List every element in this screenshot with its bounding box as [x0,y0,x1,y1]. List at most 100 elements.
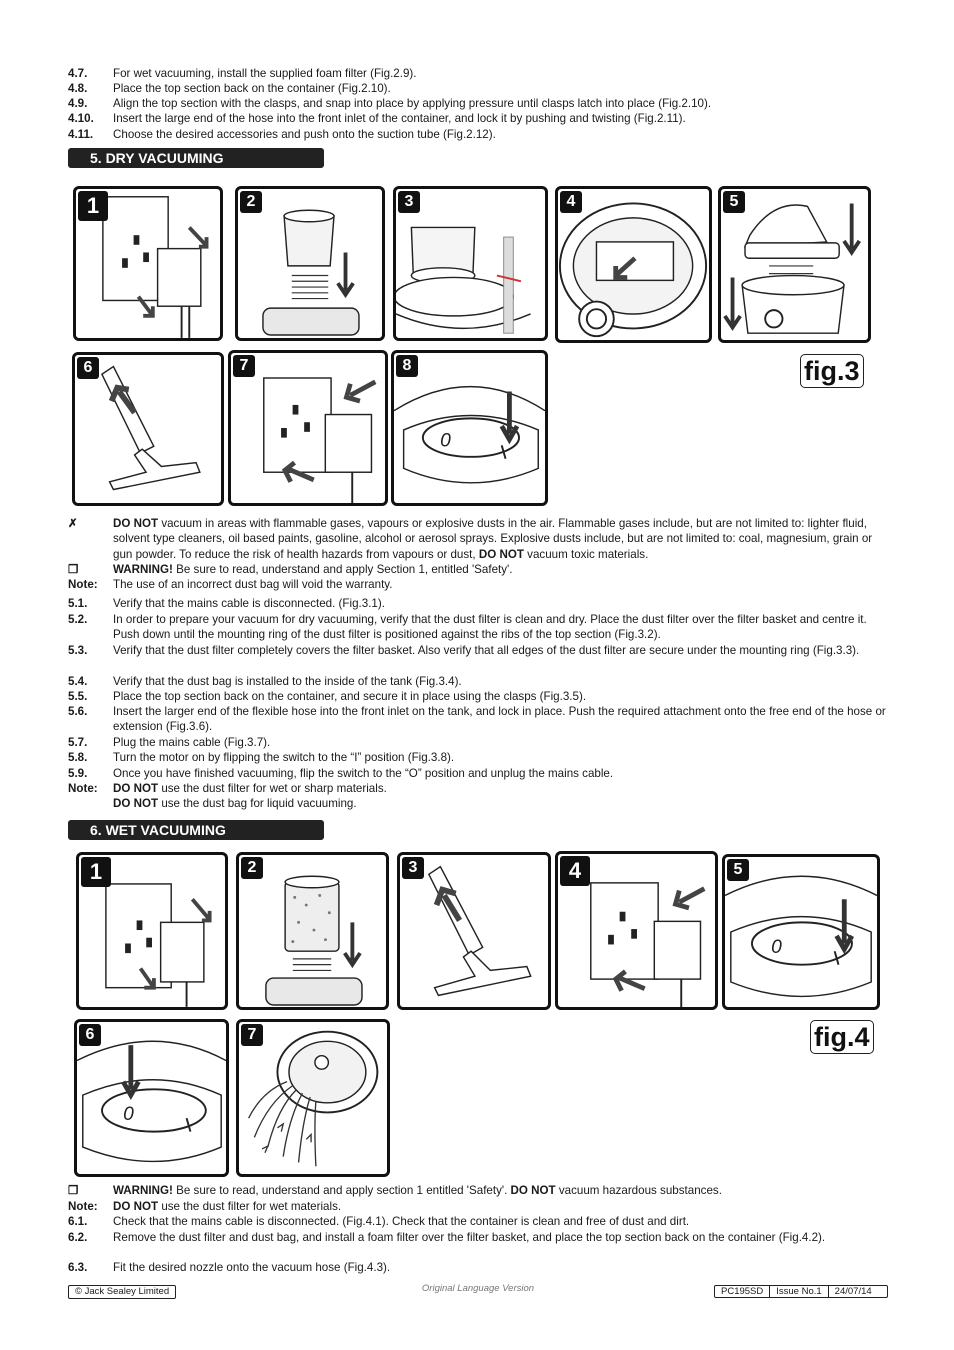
foam-filter-illustration [265,875,363,1006]
step-text: Choose the desired accessories and push … [113,128,496,141]
note-text: use the dust filter for wet or sharp mat… [158,782,387,795]
step-text: For wet vacuuming, install the supplied … [113,67,417,80]
svg-text:0: 0 [123,1104,134,1125]
dust-bag-illustration [558,202,708,338]
panel-number: 6 [77,357,99,379]
unplug-illustration [105,883,212,1007]
plug-in-illustration [590,882,706,1007]
empty-tank-illustration [248,1030,379,1167]
step-text: Align the top section with the clasps, a… [113,97,712,110]
panel-number: 4 [560,191,582,213]
fig3-panel-7: 7 [228,350,388,506]
step-number: 5.4. [68,675,88,688]
step-number: 5.5. [68,690,88,703]
top-section-illustration [723,203,861,334]
step-number: 6.1. [68,1215,88,1228]
nozzle-attach-illustration [427,865,532,997]
warning-text: Be sure to read, understand and apply se… [172,1184,511,1197]
footer-copyright: © Jack Sealey Limited [68,1285,177,1299]
step-number: 5.7. [68,736,88,749]
step-number: 5.2. [68,613,88,626]
fig4-panel-3: 3 [397,852,551,1010]
step-number: 5.1. [68,597,88,610]
section-heading-dry-vacuuming: 5. DRY VACUUMING [68,148,324,168]
step-number: 5.9. [68,767,88,780]
step-number: 4.10. [68,112,94,125]
step-text: Remove the dust filter and dust bag, and… [113,1231,826,1244]
panel-number: 5 [727,859,749,881]
panel-number: 2 [240,191,262,213]
step-number: 6.2. [68,1231,88,1244]
section-heading-wet-vacuuming: 6. WET VACUUMING [68,820,324,840]
fig3-panel-1: 1 [73,186,223,341]
footer-model: PC195SD [715,1286,771,1297]
step-text: Place the top section back on the contai… [113,82,391,95]
warning-text: vacuum in areas with flammable gases, va… [113,517,873,561]
panel-number: 7 [233,355,255,377]
switch-on-illustration: 0 [725,875,877,998]
fig4-panel-4: 4 [555,851,718,1010]
svg-text:0: 0 [771,937,782,958]
note-label: Note: [68,782,98,795]
step-number: 4.7. [68,67,88,80]
note-bold: DO NOT [113,782,159,795]
checkbox-icon: ❐ [68,563,79,576]
warning-bold: DO NOT [113,517,159,530]
step-text: Insert the larger end of the flexible ho… [113,705,886,734]
step-number: 5.8. [68,751,88,764]
fig3-panel-5: 5 [718,186,871,343]
fig4-panel-5: 5 0 [722,854,880,1010]
panel-number: 3 [402,857,424,879]
step-text: Place the top section back on the contai… [113,690,587,703]
step-number: 5.3. [68,644,88,657]
panel-number: 1 [78,191,108,221]
fig4-panel-1: 1 [76,852,228,1010]
fig4-panel-7: 7 [236,1019,390,1177]
note-filter-usage: Note: DO NOT use the dust filter for wet… [68,781,888,813]
step-text: Fit the desired nozzle onto the vacuum h… [113,1261,391,1274]
step-text: Insert the large end of the hose into th… [113,112,686,125]
switch-on-illustration: 0 [394,385,545,484]
step-text: Verify that the dust filter completely c… [113,644,860,657]
step-number: 6.3. [68,1261,88,1274]
warning-text: vacuum hazardous substances. [555,1184,722,1197]
svg-text:0: 0 [440,430,451,451]
fig4-panel-6: 6 0 [74,1019,229,1177]
warning-bold: WARNING! [113,1184,173,1197]
figure-label-fig3: fig.3 [800,354,864,388]
panel-number: 3 [398,191,420,213]
fig3-panel-6: 6 [72,352,224,506]
step-text: Check that the mains cable is disconnect… [113,1215,690,1228]
cross-icon: ✗ [68,517,78,530]
step-number: 4.9. [68,97,88,110]
footer-original-language: Original Language Version [421,1283,535,1294]
step-text: Turn the motor on by flipping the switch… [113,751,455,764]
step-text: Verify that the mains cable is disconnec… [113,597,385,610]
note-text: use the dust bag for liquid vacuuming. [158,797,357,811]
warning-text: vacuum toxic materials. [523,547,649,561]
fig3-panel-3: 3 [393,186,548,341]
fig3-panel-8: 8 0 [391,350,548,506]
filter-check-illustration [396,226,531,334]
switch-off-illustration: 0 [77,1040,226,1163]
note-bold: DO NOT [113,797,159,811]
step-number: 4.8. [68,82,88,95]
panel-number: 1 [81,857,111,887]
fig3-panel-4: 4 [555,186,712,343]
fig4-panel-2: 2 [236,852,389,1010]
unplug-illustration [102,196,209,338]
panel-number: 8 [396,355,418,377]
footer-issue: Issue No.1 [770,1286,829,1297]
footer-doc-info: PC195SD Issue No.1 24/07/14 [714,1285,888,1298]
warning-text: Be sure to read, understand and apply Se… [172,563,513,576]
note-text: The use of an incorrect dust bag will vo… [113,578,393,591]
warning-bold: WARNING! [113,563,173,576]
step-text: In order to prepare your vacuum for dry … [113,613,867,642]
filter-install-illustration [262,209,360,336]
warning-bold: DO NOT [478,547,524,561]
warning-bold: DO NOT [510,1184,556,1197]
panel-number: 2 [241,857,263,879]
note-bold: DO NOT [113,1200,159,1213]
figure-label-fig4: fig.4 [810,1020,874,1054]
fig3-panel-2: 2 [235,186,385,341]
